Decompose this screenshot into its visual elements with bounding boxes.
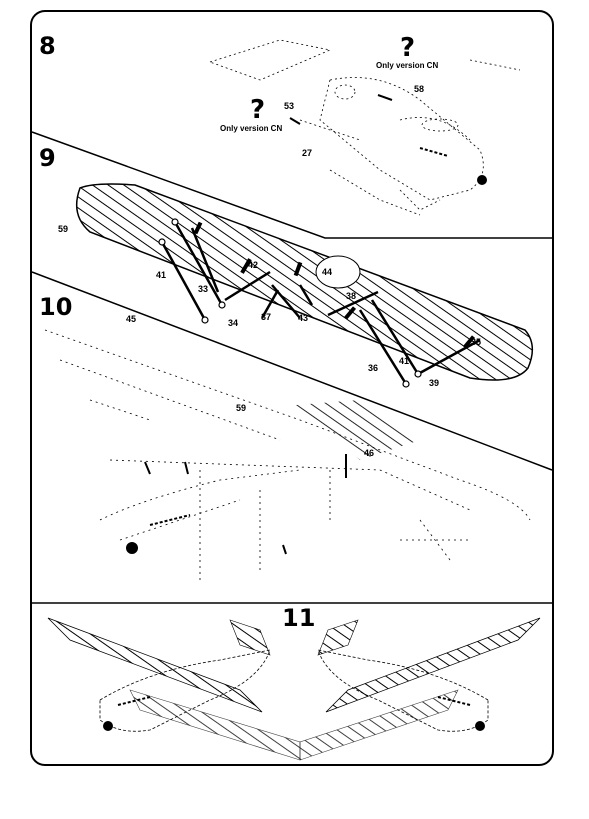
part-label: 35 — [471, 337, 481, 347]
part-label: 44 — [322, 267, 332, 277]
part-label: 37 — [261, 312, 271, 322]
part-label: 33 — [198, 284, 208, 294]
step10-detail-marks — [126, 454, 347, 555]
step10-fuselage-hatching — [296, 400, 420, 460]
part-label: 34 — [228, 318, 238, 328]
step-number-8: 8 — [39, 32, 56, 60]
cabane-details — [193, 221, 476, 349]
wing-center-cutout — [315, 255, 361, 289]
step-number-11: 11 — [282, 604, 315, 632]
part-label: 39 — [429, 378, 439, 388]
part-label: 45 — [126, 314, 136, 324]
divider-9-10 — [31, 271, 553, 471]
part-label: 42 — [248, 260, 258, 270]
wing-struts — [160, 221, 481, 385]
step10-airframe-sketch — [44, 329, 531, 580]
part-label: 58 — [414, 84, 424, 94]
part-label: 41 — [399, 356, 409, 366]
only-version-cn-label-left: Only version CN — [220, 124, 282, 133]
part-label: 59 — [58, 224, 68, 234]
part-label: 36 — [368, 363, 378, 373]
part-label: 41 — [156, 270, 166, 280]
divider-8-9 — [31, 131, 552, 239]
part-label: 43 — [298, 313, 308, 323]
finished-model-left-view — [47, 617, 301, 761]
question-mark-top: ? — [400, 33, 415, 63]
part-label: 53 — [284, 101, 294, 111]
part-label: 38 — [346, 291, 356, 301]
part-label: 59 — [236, 403, 246, 413]
only-version-cn-label-top: Only version CN — [376, 61, 438, 70]
part-label: 46 — [364, 448, 374, 458]
step-number-10: 10 — [39, 293, 72, 321]
step-number-9: 9 — [39, 144, 56, 172]
page-frame — [30, 10, 554, 766]
part-label: 27 — [302, 148, 312, 158]
finished-model-right-view — [299, 617, 541, 761]
upper-wing — [75, 183, 534, 381]
question-mark-left: ? — [250, 95, 265, 125]
strut-ends — [158, 218, 422, 388]
step8-fuselage-sketch — [208, 39, 521, 216]
step8-detail-marks — [289, 94, 487, 185]
